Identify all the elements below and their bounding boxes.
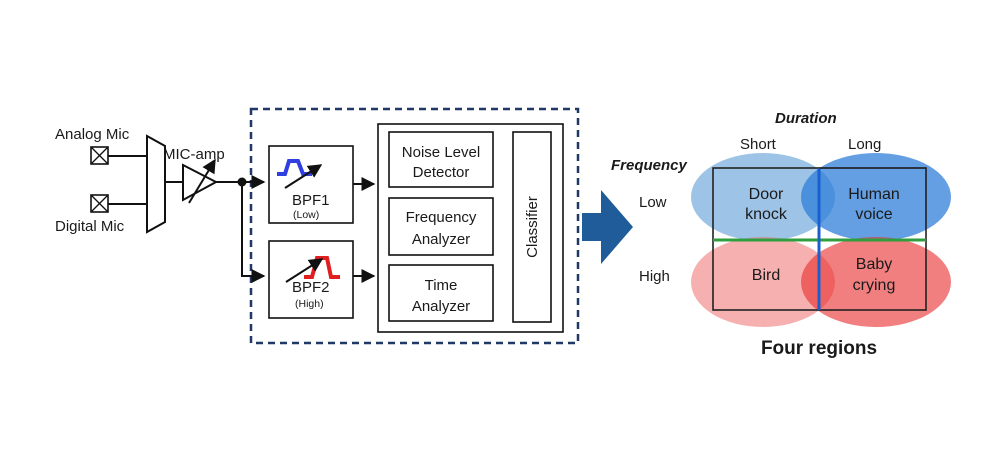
digital-mic-icon: [90, 194, 109, 213]
region-door-knock: [691, 153, 835, 241]
door-knock-line2: knock: [745, 206, 788, 223]
baby-crying-line1: Baby: [856, 256, 892, 273]
region-ellipses: [691, 153, 951, 327]
svg-text:Classifier: Classifier: [524, 196, 541, 258]
bpf2-curve-icon: [304, 256, 340, 279]
frequency-title: Frequency: [611, 157, 688, 174]
short-label: Short: [740, 136, 777, 153]
high-label: High: [639, 268, 670, 285]
human-voice-line2: voice: [855, 206, 892, 223]
low-label: Low: [639, 194, 667, 211]
bpf1-label: BPF1: [292, 192, 330, 209]
result-arrow-icon: [582, 190, 633, 264]
bpf2-label: BPF2: [292, 279, 330, 296]
svg-text:Time: Time: [425, 277, 458, 294]
door-knock-line1: Door: [749, 186, 784, 203]
processing-block: [249, 107, 580, 345]
classifier: Classifier: [512, 131, 552, 323]
four-regions-caption: Four regions: [761, 338, 877, 359]
bpf1-block: BPF1 (Low): [268, 145, 354, 224]
analog-mic-label: Analog Mic: [55, 126, 130, 143]
noise-level-detector: Noise Level Detector: [388, 131, 494, 188]
region-baby-crying: [801, 237, 951, 327]
mic-amp-icon: [182, 158, 219, 204]
region-human-voice: [801, 153, 951, 241]
analog-mic-icon: [90, 146, 109, 165]
bpf1-curve-icon: [277, 159, 312, 176]
svg-text:Analyzer: Analyzer: [412, 298, 470, 315]
baby-crying-line2: crying: [853, 277, 896, 294]
bpf2-band: (High): [295, 298, 324, 310]
svg-text:Noise Level: Noise Level: [402, 144, 480, 161]
svg-text:Detector: Detector: [413, 164, 470, 181]
duration-title: Duration: [775, 110, 837, 127]
long-label: Long: [848, 136, 881, 153]
bpf1-band: (Low): [293, 209, 319, 221]
time-analyzer: Time Analyzer: [388, 264, 494, 322]
svg-text:Frequency: Frequency: [406, 209, 477, 226]
mic-amp-label: MIC-amp: [163, 146, 225, 163]
bird-label: Bird: [752, 267, 780, 284]
digital-mic-label: Digital Mic: [55, 218, 125, 235]
human-voice-line1: Human: [848, 186, 900, 203]
region-bird: [691, 237, 835, 327]
bpf2-block: BPF2 (High): [268, 240, 354, 319]
analog-mic: Analog Mic: [55, 126, 130, 165]
svg-text:Analyzer: Analyzer: [412, 231, 470, 248]
digital-mic: Digital Mic: [55, 194, 125, 235]
mux-icon: [146, 134, 166, 234]
frequency-analyzer: Frequency Analyzer: [388, 197, 494, 256]
